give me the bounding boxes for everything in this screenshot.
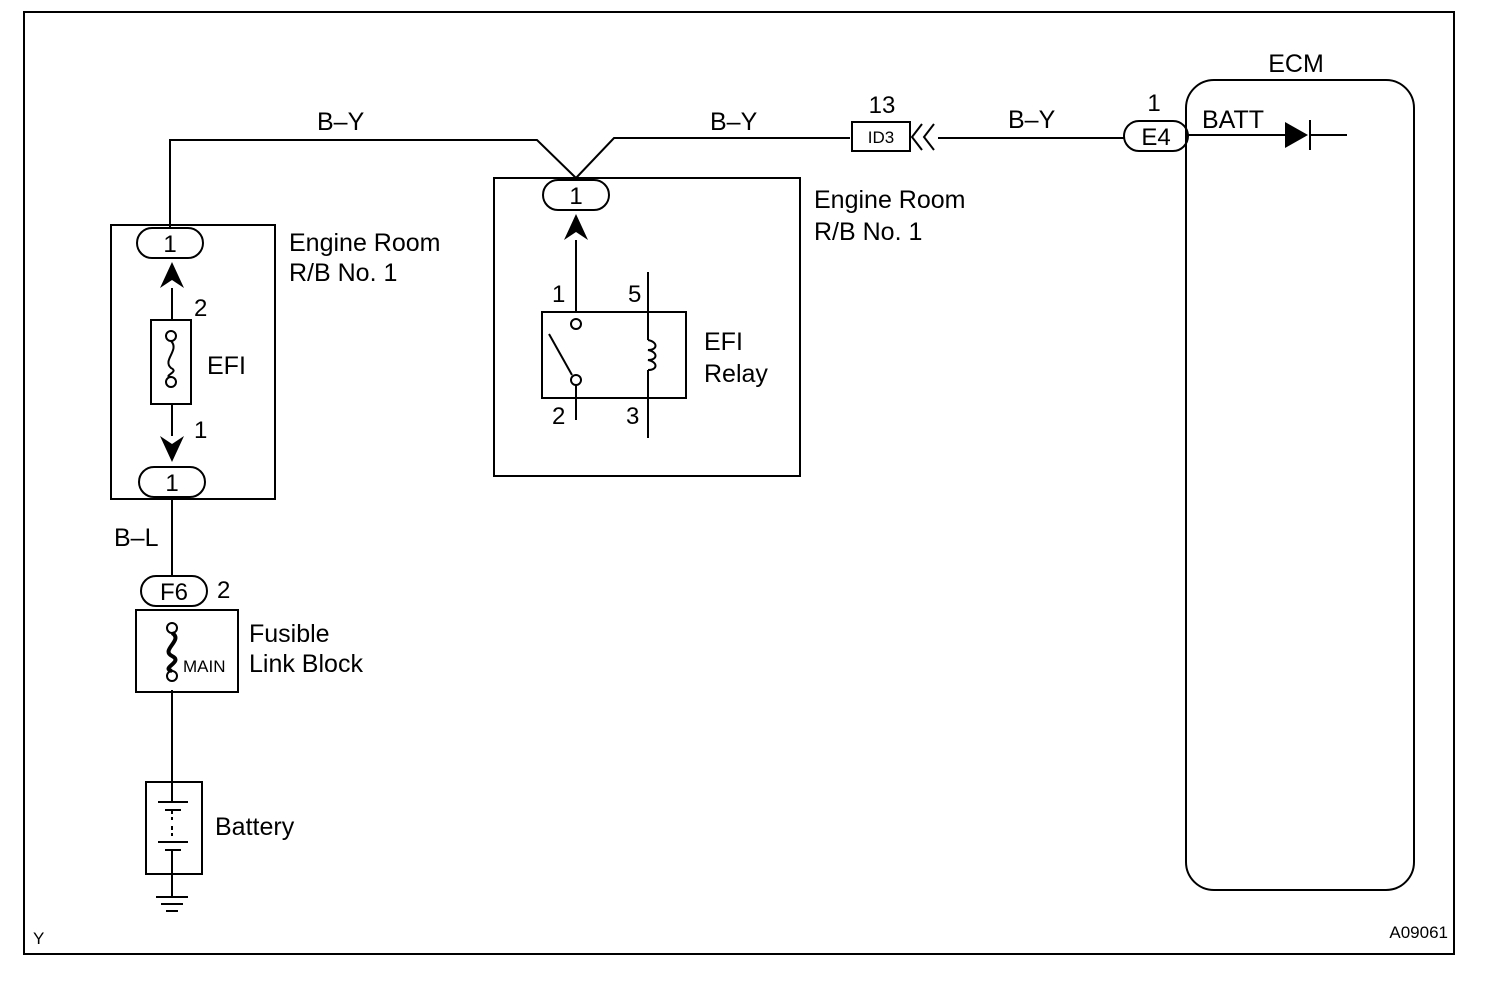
fusible-link-label-line1: Fusible bbox=[249, 620, 330, 648]
e4-code: E4 bbox=[1141, 124, 1170, 151]
f6-code: F6 bbox=[160, 579, 188, 606]
diode-icon bbox=[1285, 122, 1308, 148]
ground-icon bbox=[156, 896, 188, 912]
fuse-terminal-icon bbox=[165, 330, 177, 342]
e4-connector bbox=[1123, 120, 1189, 152]
efi-relay-label-line2: Relay bbox=[704, 360, 768, 388]
rb-efi-top-connector bbox=[136, 227, 204, 259]
rb-left-label-line2: R/B No. 1 bbox=[289, 259, 397, 287]
ecm-box bbox=[1185, 79, 1415, 891]
rb-left-label-line1: Engine Room bbox=[289, 229, 440, 257]
id3-code: ID3 bbox=[868, 128, 894, 147]
fusible-terminal-icon bbox=[166, 670, 178, 682]
diagram-frame bbox=[23, 11, 1455, 955]
id3-pin: 13 bbox=[869, 92, 896, 119]
relay-coil-icon bbox=[647, 339, 657, 371]
relay-pin-5: 5 bbox=[628, 281, 641, 308]
rb-right-box bbox=[493, 177, 801, 477]
connector-chevron-icon bbox=[910, 123, 935, 151]
relay-pin-2: 2 bbox=[552, 403, 565, 430]
efi-fuse-pin-top: 2 bbox=[194, 295, 207, 322]
wire-label-b-y-middle: B–Y bbox=[710, 108, 758, 136]
ecm-title: ECM bbox=[1268, 50, 1324, 78]
efi-fuse-body bbox=[150, 319, 192, 405]
efi-relay-label-line1: EFI bbox=[704, 328, 743, 356]
rb-efi-top-pin: 1 bbox=[163, 231, 176, 258]
efi-fuse-pin-bottom: 1 bbox=[194, 417, 207, 444]
e4-pin: 1 bbox=[1147, 90, 1160, 117]
f6-connector bbox=[140, 575, 208, 607]
efi-relay-body bbox=[541, 311, 687, 399]
rb-right-label-line2: R/B No. 1 bbox=[814, 218, 922, 246]
efi-fuse-label: EFI bbox=[207, 352, 246, 380]
battery-box bbox=[145, 781, 203, 875]
battery-label: Battery bbox=[215, 813, 295, 841]
rb-relay-top-pin: 1 bbox=[569, 183, 582, 210]
rb-left-box bbox=[110, 224, 276, 500]
footer-left-mark: Y bbox=[33, 929, 44, 948]
fusible-link-box bbox=[135, 609, 239, 693]
wire-b-y-left bbox=[169, 139, 577, 228]
arrow-up-icon bbox=[564, 214, 588, 240]
wire-label-b-l: B–L bbox=[114, 524, 159, 552]
arrow-down-icon bbox=[160, 436, 184, 462]
rb-efi-bottom-connector bbox=[138, 466, 206, 498]
ecm-batt-terminal: BATT bbox=[1202, 106, 1264, 134]
relay-pin-3: 3 bbox=[626, 403, 639, 430]
figure-id: A09061 bbox=[1389, 923, 1448, 942]
relay-pin-1: 1 bbox=[552, 281, 565, 308]
rb-relay-top-connector bbox=[542, 179, 610, 211]
fusible-link-label-line2: Link Block bbox=[249, 650, 363, 678]
relay-contact-icon bbox=[570, 374, 582, 386]
wire-b-y-middle bbox=[575, 137, 850, 179]
fusible-terminal-icon bbox=[166, 622, 178, 634]
fusible-link-icon bbox=[166, 631, 178, 673]
arrow-up-icon bbox=[160, 262, 184, 288]
fuse-element-icon bbox=[167, 340, 175, 378]
relay-contact-icon bbox=[570, 318, 582, 330]
f6-pin: 2 bbox=[217, 577, 230, 604]
fuse-terminal-icon bbox=[165, 376, 177, 388]
rb-efi-bottom-pin: 1 bbox=[165, 470, 178, 497]
main-fuse-label: MAIN bbox=[183, 657, 226, 676]
wires bbox=[169, 134, 1285, 896]
wire-label-b-y-right: B–Y bbox=[1008, 106, 1056, 134]
id3-connector bbox=[851, 121, 911, 152]
wire-label-b-y-left: B–Y bbox=[317, 108, 365, 136]
relay-switch-icon bbox=[548, 333, 573, 376]
battery-icon bbox=[158, 782, 188, 874]
rb-right-label-line1: Engine Room bbox=[814, 186, 965, 214]
